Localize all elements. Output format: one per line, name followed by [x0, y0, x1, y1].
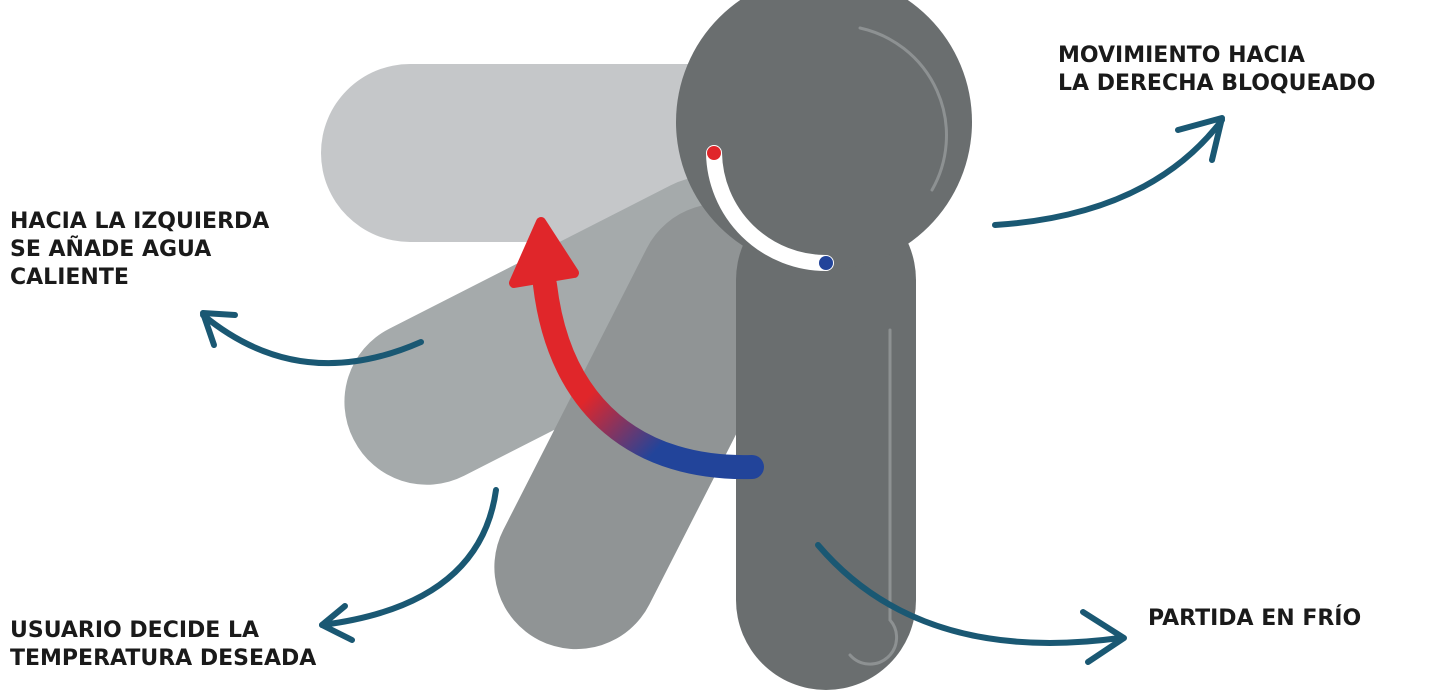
label-user-decides: USUARIO DECIDE LA TEMPERATURA DESEADA [10, 617, 316, 673]
lever-position-near [494, 203, 802, 650]
arrow-blocked-right [992, 115, 1225, 228]
label-line: CALIENTE [10, 265, 129, 290]
lever-main [676, 0, 972, 690]
arrow-user-decides [319, 487, 499, 643]
label-line: MOVIMIENTO HACIA [1058, 43, 1305, 68]
arrow-cold-start [815, 542, 1127, 665]
hot-cold-rotation-arrow [509, 217, 764, 480]
label-left-hot: HACIA LA IZQUIERDA SE AÑADE AGUA CALIENT… [10, 208, 269, 292]
label-blocked-right: MOVIMIENTO HACIA LA DERECHA BLOQUEADO [1058, 42, 1376, 98]
cold-dot [819, 256, 833, 270]
label-line: PARTIDA EN FRÍO [1148, 606, 1362, 631]
label-line: SE AÑADE AGUA [10, 237, 212, 262]
arrow-left-hot [200, 310, 424, 367]
label-line: USUARIO DECIDE LA [10, 618, 260, 643]
temperature-arc-indicator [706, 145, 834, 271]
label-line: LA DERECHA BLOQUEADO [1058, 71, 1376, 96]
hot-dot [707, 146, 721, 160]
label-cold-start: PARTIDA EN FRÍO [1148, 605, 1361, 633]
label-line: HACIA LA IZQUIERDA [10, 209, 270, 234]
label-line: TEMPERATURA DESEADA [10, 646, 317, 671]
